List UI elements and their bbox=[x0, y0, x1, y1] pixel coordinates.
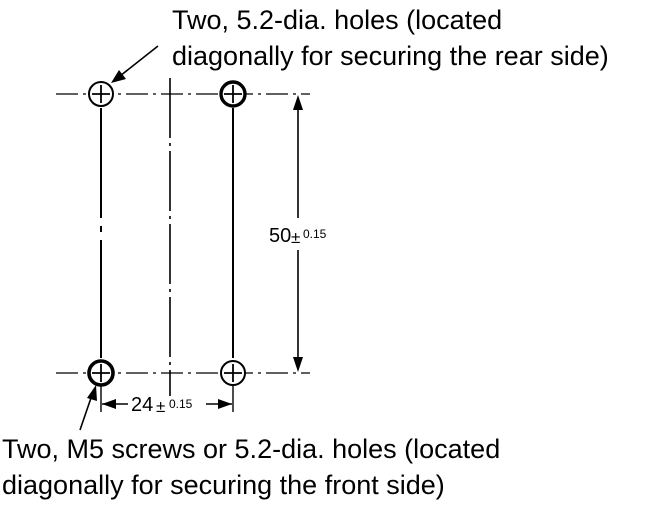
leader-arrow-front bbox=[79, 385, 97, 431]
vertical-dimension-tolerance: 0.15 bbox=[303, 227, 327, 241]
hole-top-right bbox=[219, 80, 247, 108]
vertical-dimension: 50 ± 0.15 bbox=[269, 95, 327, 372]
vertical-dimension-arrow-top bbox=[293, 95, 303, 110]
hole-bottom-right bbox=[220, 360, 246, 386]
leader-line-front bbox=[79, 394, 93, 431]
vertical-centerlines bbox=[100, 108, 234, 358]
leader-arrow-rear bbox=[111, 45, 159, 83]
arrowhead-rear bbox=[111, 70, 126, 83]
horizontal-dimension-arrow-right bbox=[218, 399, 232, 409]
arrowhead-front bbox=[87, 385, 97, 401]
rear-holes-callout-line-2: diagonally for securing the rear side) bbox=[172, 41, 609, 71]
leader-line-rear bbox=[119, 45, 159, 77]
horizontal-dimension-value: 24 bbox=[131, 394, 153, 416]
front-holes-callout-line-2: diagonally for securing the front side) bbox=[2, 470, 445, 500]
vertical-dimension-tolerance-sign: ± bbox=[291, 228, 300, 247]
front-holes-callout: Two, M5 screws or 5.2-dia. holes (locate… bbox=[2, 431, 500, 503]
horizontal-dimension-tolerance: 0.15 bbox=[169, 397, 193, 411]
horizontal-dimension-arrow-left bbox=[102, 399, 116, 409]
vertical-dimension-value: 50 bbox=[269, 225, 291, 247]
hole-top-left bbox=[88, 81, 114, 107]
horizontal-dimension-tolerance-sign: ± bbox=[156, 397, 165, 416]
horizontal-dimension: 24 ± 0.15 bbox=[100, 386, 234, 416]
vertical-dimension-arrow-bottom bbox=[293, 357, 303, 372]
rear-holes-callout: Two, 5.2-dia. holes (located diagonally … bbox=[172, 2, 609, 74]
hole-bottom-left bbox=[87, 359, 115, 387]
front-holes-callout-line-1: Two, M5 screws or 5.2-dia. holes (locate… bbox=[2, 434, 501, 464]
rear-holes-callout-line-1: Two, 5.2-dia. holes (located bbox=[172, 5, 503, 35]
